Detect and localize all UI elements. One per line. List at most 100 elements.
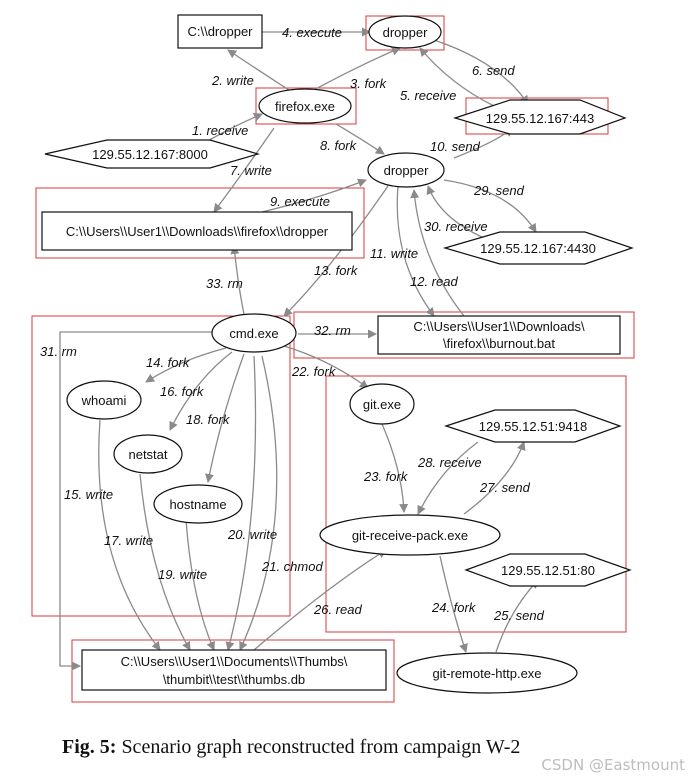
edge-label-8: 8. fork — [320, 138, 358, 153]
figure-caption: Fig. 5: Scenario graph reconstructed fro… — [62, 736, 520, 759]
node-c-dropper-label: C:\\dropper — [187, 24, 253, 39]
edge-label-16: 16. fork — [160, 384, 205, 399]
watermark: CSDN @Eastmount — [541, 756, 685, 774]
edge-13-fork — [283, 185, 389, 317]
edge-23-fork — [381, 423, 409, 513]
highlight-firefox — [255, 87, 357, 125]
edge-label-2: 2. write — [211, 73, 254, 88]
edge-22-fork — [283, 345, 369, 389]
node-git-remote-label: git-remote-http.exe — [432, 666, 541, 681]
node-git-remote: git-remote-http.exe — [396, 652, 578, 694]
node-ip-80-label: 129.55.12.51:80 — [501, 563, 595, 578]
node-dropper-top: dropper — [368, 15, 442, 49]
edge-label-18: 18. fork — [186, 412, 231, 427]
node-ip-443: 129.55.12.167:443 — [452, 99, 627, 135]
edge-label-30: 30. receive — [424, 219, 488, 234]
edge-label-21: 21. chmod — [261, 559, 323, 574]
figure-caption-text: Scenario graph reconstructed from campai… — [116, 736, 521, 758]
node-ip-443-label: 129.55.12.167:443 — [486, 111, 594, 126]
edge-15-write — [98, 419, 161, 651]
node-cmd-label: cmd.exe — [229, 326, 278, 341]
node-ip-9418-label: 129.55.12.51:9418 — [479, 419, 587, 434]
node-netstat: netstat — [113, 434, 183, 474]
edge-27-send — [463, 441, 526, 515]
node-cmd: cmd.exe — [211, 313, 297, 353]
edge-label-29: 29. send — [473, 183, 525, 198]
node-git: git.exe — [349, 383, 415, 425]
edge-9-execute — [261, 178, 367, 213]
node-ip-4430: 129.55.12.167:4430 — [442, 231, 634, 265]
edge-label-27: 27. send — [479, 480, 531, 495]
edge-label-14: 14. fork — [146, 355, 191, 370]
edge-2-write — [227, 49, 293, 93]
nodes: C:\\dropper dropper firefox.exe 129.55.1… — [41, 14, 634, 694]
node-ip-9418: 129.55.12.51:9418 — [444, 409, 622, 443]
node-thumbs-label-2: \thumbit\\test\\thumbs.db — [163, 672, 305, 687]
edge-label-17: 17. write — [104, 533, 153, 548]
edge-26-read — [253, 549, 387, 651]
node-burnout-label-2: \firefox\\burnout.bat — [443, 336, 555, 351]
edge-30-receive — [426, 185, 485, 239]
node-git-receive: git-receive-pack.exe — [319, 514, 501, 556]
edge-17-write — [139, 473, 191, 651]
node-ip-4430-label: 129.55.12.167:4430 — [480, 241, 596, 256]
edge-14-fork — [145, 347, 227, 383]
edge-label-15: 15. write — [64, 487, 113, 502]
node-downloads-dropper-label: C:\\Users\\User1\\Downloads\\firefox\\dr… — [66, 224, 329, 239]
node-ip-80: 129.55.12.51:80 — [464, 553, 632, 587]
node-thumbs-label-1: C:\\Users\\User1\\Documents\\Thumbs\ — [121, 654, 348, 669]
edge-label-28: 28. receive — [417, 455, 482, 470]
node-ip-8000: 129.55.12.167:8000 — [44, 139, 261, 169]
edge-label-20: 20. write — [227, 527, 277, 542]
edge-20-write — [225, 355, 257, 651]
edge-33-rm — [230, 245, 245, 315]
highlight-downloads-dropper — [35, 187, 365, 259]
edge-label-3: 3. fork — [350, 76, 388, 91]
edge-24-fork — [439, 555, 468, 653]
edge-5-receive — [419, 47, 495, 107]
edge-16-fork — [169, 351, 233, 431]
edge-label-31: 31. rm — [40, 344, 77, 359]
edge-19-write — [185, 519, 215, 651]
edge-label-1: 1. receive — [192, 123, 248, 138]
node-dropper-mid: dropper — [367, 152, 445, 188]
edge-label-25: 25. send — [493, 608, 545, 623]
highlight-git-group — [325, 375, 627, 633]
edges — [59, 27, 539, 671]
edge-label-5: 5. receive — [400, 88, 456, 103]
edge-label-24: 24. fork — [431, 600, 477, 615]
node-burnout-label-1: C:\\Users\\User1\\Downloads\ — [413, 319, 585, 334]
node-firefox-label: firefox.exe — [275, 99, 335, 114]
edge-label-19: 19. write — [158, 567, 207, 582]
node-git-label: git.exe — [363, 397, 401, 412]
node-firefox: firefox.exe — [258, 88, 352, 124]
edge-12-read — [410, 189, 465, 317]
edge-label-32: 32. rm — [314, 323, 351, 338]
edge-8-fork — [335, 123, 385, 155]
node-burnout: C:\\Users\\User1\\Downloads\ \firefox\\b… — [377, 315, 621, 355]
highlight-cmd-group — [31, 315, 291, 617]
node-git-receive-label: git-receive-pack.exe — [352, 528, 468, 543]
edge-29-send — [443, 179, 537, 233]
edge-label-22: 22. fork — [291, 364, 337, 379]
highlight-boxes — [31, 15, 635, 703]
edge-label-23: 23. fork — [363, 469, 409, 484]
edge-21-chmod — [239, 355, 278, 651]
edge-28-receive — [417, 441, 479, 515]
edge-label-26: 26. read — [313, 602, 362, 617]
edge-label-11: 11. write — [370, 246, 418, 261]
edge-label-9: 9. execute — [270, 194, 330, 209]
node-netstat-label: netstat — [128, 447, 167, 462]
node-thumbs: C:\\Users\\User1\\Documents\\Thumbs\ \th… — [81, 649, 387, 691]
edge-31-rm — [59, 331, 212, 671]
highlight-thumbs — [71, 639, 395, 703]
node-ip-8000-label: 129.55.12.167:8000 — [92, 147, 208, 162]
node-dropper-top-label: dropper — [383, 25, 428, 40]
edge-label-33: 33. rm — [206, 276, 243, 291]
edge-18-fork — [205, 353, 245, 483]
node-hostname-label: hostname — [169, 497, 226, 512]
node-dropper-mid-label: dropper — [384, 163, 429, 178]
edge-7-write — [213, 127, 275, 213]
node-whoami-label: whoami — [81, 393, 127, 408]
